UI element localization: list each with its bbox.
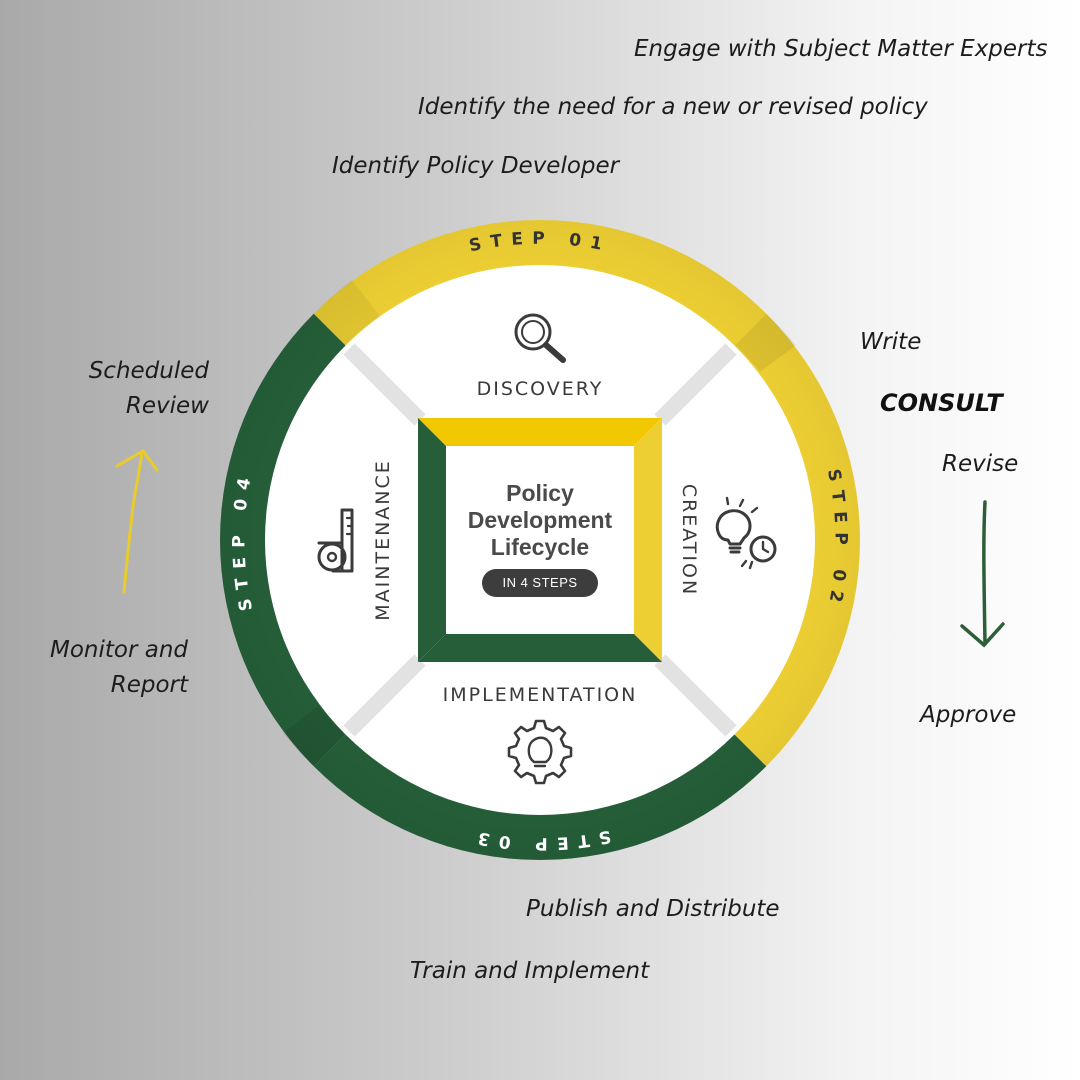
note-scheduled-line2: Review <box>125 393 209 419</box>
center-panel <box>446 446 634 634</box>
arrow-down-icon <box>960 500 1005 648</box>
note-identify-developer: Identify Policy Developer <box>332 153 620 179</box>
gear-lightbulb-icon <box>507 719 573 785</box>
frame-right <box>634 418 662 662</box>
center-badge: IN 4 STEPS <box>482 569 598 597</box>
magnifier-icon <box>514 313 566 363</box>
section-maintenance-label: MAINTENANCE <box>372 459 394 621</box>
section-discovery-label: DISCOVERY <box>477 378 604 400</box>
center-title: Policy Development Lifecycle <box>448 480 632 561</box>
section-creation-label: CREATION <box>678 484 700 596</box>
note-revise: Revise <box>942 451 1019 477</box>
center-title-line2: Development <box>467 507 613 533</box>
note-monitor-line2: Report <box>110 672 188 698</box>
section-implementation-label: IMPLEMENTATION <box>443 684 638 706</box>
note-train: Train and Implement <box>410 958 650 984</box>
step4-label: STEP 04 <box>229 467 257 612</box>
tape-measure-icon <box>317 508 354 573</box>
note-write: Write <box>860 329 922 355</box>
quadrant-separators <box>343 343 737 737</box>
note-monitor-report: Monitor and Report <box>40 633 188 703</box>
frame-bottom <box>418 634 662 662</box>
note-scheduled-review: Scheduled Review <box>60 354 209 424</box>
note-identify-need: Identify the need for a new or revised p… <box>418 94 928 120</box>
arrow-up-icon <box>115 449 159 594</box>
note-approve: Approve <box>920 702 1017 728</box>
note-engage-experts: Engage with Subject Matter Experts <box>634 36 1048 62</box>
center-title-line3: Lifecycle <box>490 534 590 560</box>
note-scheduled-line1: Scheduled <box>88 358 209 384</box>
frame-left <box>418 418 446 662</box>
note-publish: Publish and Distribute <box>526 896 780 922</box>
frame-top <box>418 418 662 446</box>
lightbulb-clock-icon <box>715 496 777 570</box>
step4-textpath: STEP 04 <box>229 467 248 612</box>
note-monitor-line1: Monitor and <box>49 637 188 663</box>
center-title-line1: Policy <box>506 480 574 506</box>
note-consult: CONSULT <box>880 389 1003 417</box>
